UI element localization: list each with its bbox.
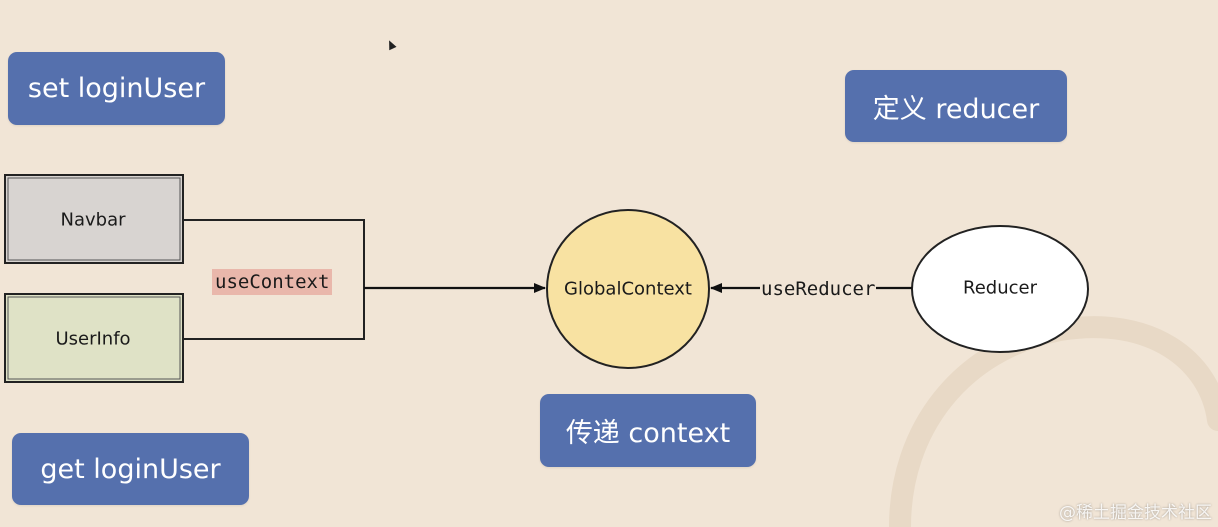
userinfo-label: UserInfo: [55, 328, 131, 350]
get-login-user-tag: get loginUser: [12, 433, 249, 505]
define-reducer-tag: 定义 reducer: [845, 70, 1067, 142]
navbar-node-inner: [7, 177, 181, 261]
reducer-label: Reducer: [963, 277, 1037, 299]
navbar-node: [4, 174, 184, 264]
global-context-node: [546, 209, 710, 369]
watermark: @稀土掘金技术社区: [1059, 503, 1212, 523]
global-context-label: GlobalContext: [564, 278, 692, 300]
background-decoration: [889, 316, 1218, 527]
navbar-connector: [183, 219, 365, 340]
use-context-label: useContext: [212, 269, 333, 295]
set-login-user-tag: set loginUser: [8, 52, 225, 125]
userinfo-node: [4, 293, 184, 383]
use-reducer-label: useReducer: [760, 278, 877, 300]
pass-context-tag: 传递 context: [540, 394, 756, 467]
userinfo-node-inner: [7, 296, 181, 380]
navbar-label: Navbar: [60, 209, 126, 231]
